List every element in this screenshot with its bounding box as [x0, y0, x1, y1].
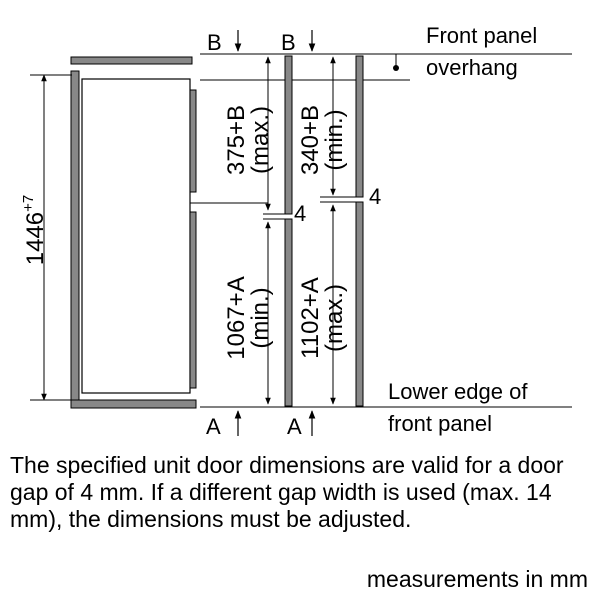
mark-b-left: B — [207, 30, 222, 55]
total-height-dimension — [30, 74, 72, 401]
upper-min-note: (min.) — [321, 109, 348, 170]
offset-arrows — [234, 30, 316, 436]
upper-max-note: (max.) — [247, 106, 274, 174]
units-note: measurements in mm — [366, 566, 588, 592]
overhang-reference — [200, 53, 572, 81]
lower-min-note-text: (min.) — [247, 287, 274, 348]
lower-min-value: 1067+A — [223, 276, 250, 359]
lower-max-note-text: (max.) — [321, 284, 348, 352]
upper-min-label: 340+B — [297, 105, 324, 175]
door-panels — [263, 55, 364, 407]
front-panel-overhang-label-2: overhang — [426, 55, 518, 80]
mark-a-left: A — [206, 414, 221, 439]
upper-max-note-text: (max.) — [247, 106, 274, 174]
front-panel-overhang-label-1: Front panel — [426, 23, 537, 48]
lower-edge-label-2: front panel — [388, 411, 492, 436]
upper-dimensions — [265, 56, 336, 211]
gap-note: The specified unit door dimensions are v… — [10, 452, 564, 532]
installation-diagram: B B A A Front panel overhang Lower edge … — [20, 23, 572, 439]
lower-min-label: 1067+A — [223, 276, 250, 359]
upper-min-value: 340+B — [297, 105, 324, 175]
upper-max-value: 375+B — [223, 105, 250, 175]
lower-max-label: 1102+A — [297, 277, 324, 359]
lower-edge-label-1: Lower edge of — [388, 379, 528, 404]
upper-min-note-text: (min.) — [321, 109, 348, 170]
appliance-cabinet — [70, 56, 268, 409]
total-height-label: 1446+7 — [20, 195, 49, 266]
lower-min-note: (min.) — [247, 287, 274, 348]
lower-max-note: (max.) — [321, 284, 348, 352]
lower-dimensions — [265, 204, 336, 405]
lower-max-value: 1102+A — [297, 277, 324, 359]
svg-text:1446+7: 1446+7 — [20, 195, 49, 266]
gap-label-left: 4 — [294, 201, 306, 226]
upper-max-label: 375+B — [223, 105, 250, 175]
total-height-base: 1446 — [22, 212, 49, 265]
mark-a-right: A — [287, 414, 302, 439]
total-height-tolerance: +7 — [20, 195, 37, 212]
mark-b-right: B — [281, 30, 296, 55]
gap-label-right: 4 — [369, 184, 381, 209]
